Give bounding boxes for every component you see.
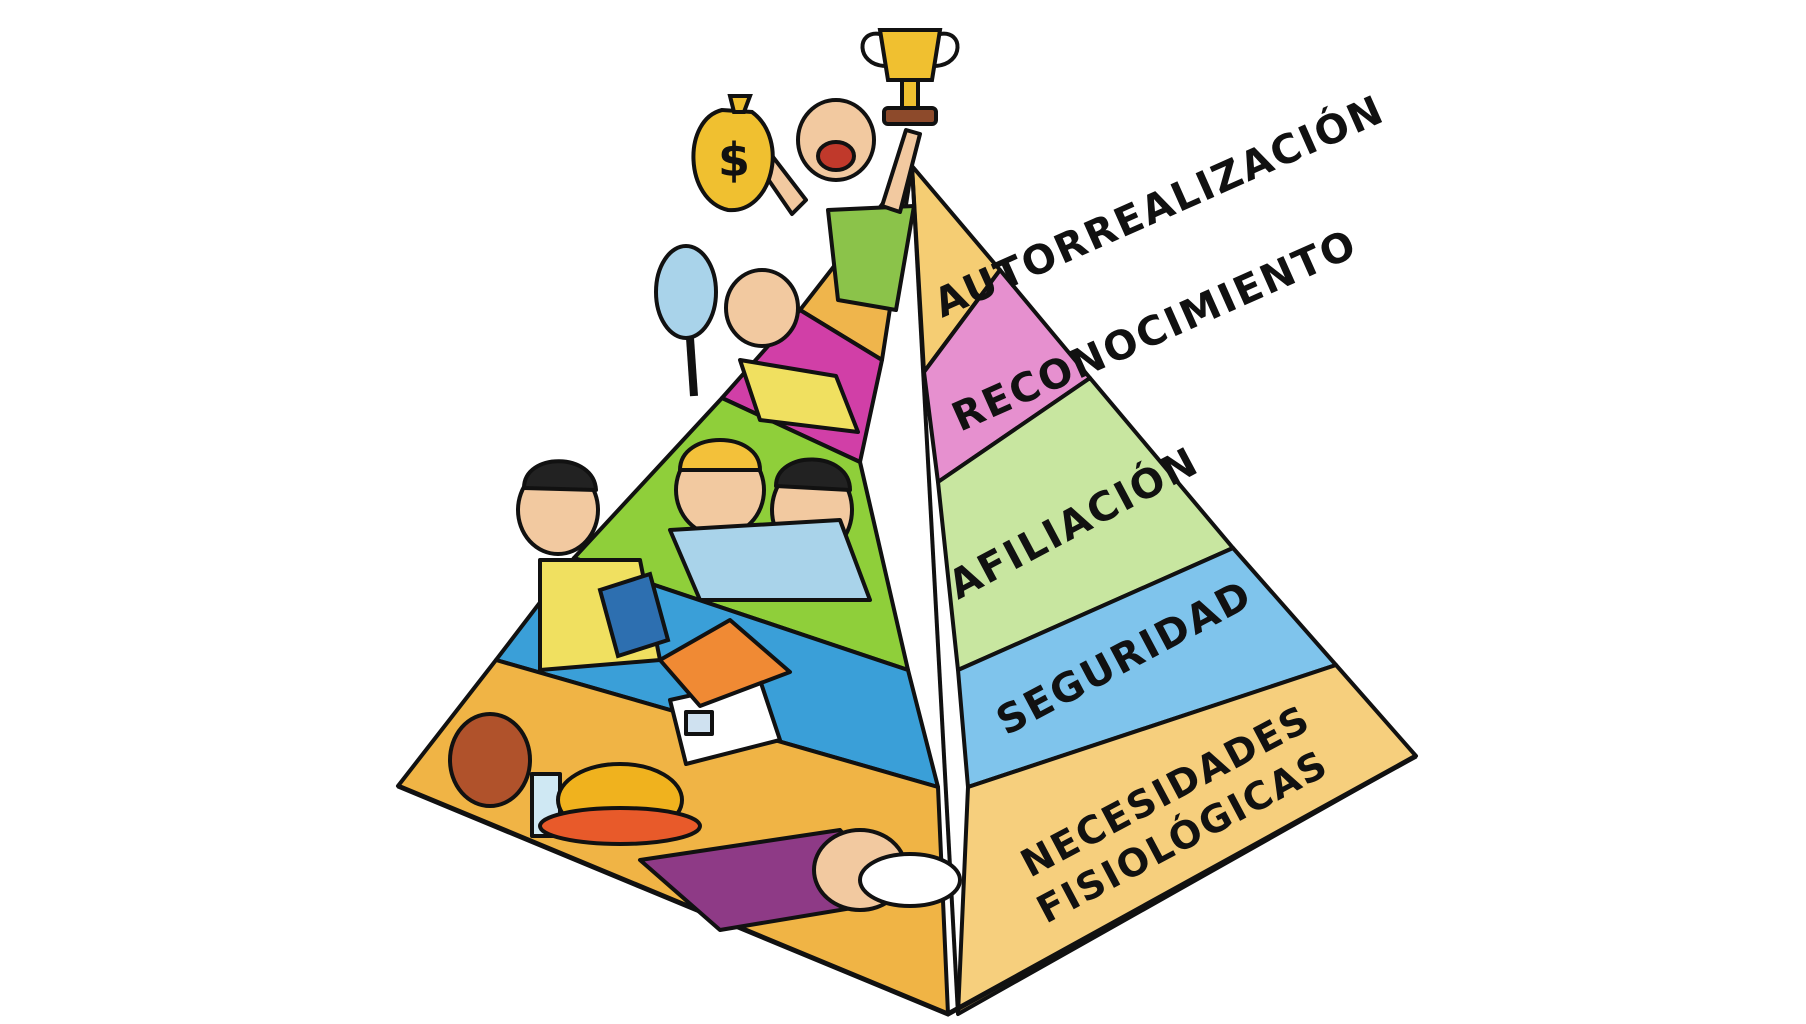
money-bag-icon: $ xyxy=(691,94,775,213)
mirror-icon xyxy=(654,244,718,397)
pyramid-base-outline xyxy=(397,753,1418,1017)
mirror-person-figure xyxy=(724,268,860,434)
money-bag-symbol: $ xyxy=(718,133,750,187)
house-icon xyxy=(658,618,792,766)
label-autorrealizacion: AUTORREALIZACIÓN xyxy=(927,85,1392,327)
pillow-icon xyxy=(858,852,962,908)
book-icon xyxy=(597,571,671,659)
trophy-icon xyxy=(860,28,960,126)
affiliation-people-figure xyxy=(668,438,872,602)
pyramid-right-face xyxy=(910,164,1418,1016)
food-icon xyxy=(448,712,702,846)
